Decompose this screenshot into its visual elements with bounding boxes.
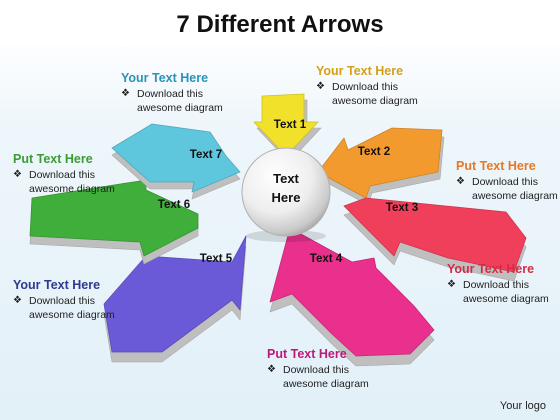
center-sphere: Text Here: [241, 147, 331, 242]
arrow-3: [343, 197, 527, 282]
callout-text: Download this awesome diagram: [283, 364, 369, 390]
callout-heading: Your Text Here: [316, 64, 404, 78]
diamond-bullet-icon: ❖: [316, 81, 325, 92]
arrow-5: [103, 235, 247, 363]
logo-text: Your logo: [499, 400, 546, 412]
arrow-label-5: Text 5: [200, 253, 233, 265]
diamond-bullet-icon: ❖: [13, 295, 22, 306]
arrow-7: [111, 123, 241, 200]
callout-heading: Your Text Here: [121, 71, 209, 85]
center-label-line2: Here: [272, 190, 301, 205]
arrow-label-1: Text 1: [274, 119, 307, 131]
callout-heading: Your Text Here: [447, 262, 535, 276]
page-title: 7 Different Arrows: [0, 6, 560, 46]
arrow-7-face: [111, 123, 241, 193]
arrow-1-face: [253, 93, 319, 157]
callout-text: Download this awesome diagram: [332, 81, 418, 107]
arrow-6-face: [29, 179, 199, 257]
diamond-bullet-icon: ❖: [13, 169, 22, 180]
arrow-3-face: [343, 197, 527, 273]
arrow-label-2: Text 2: [358, 146, 390, 158]
center-label-line1: Text: [273, 171, 299, 186]
arrow-1: [253, 93, 322, 163]
arrow-label-3: Text 3: [386, 202, 418, 214]
callout-left-upper: Put Text Here ❖ Download this awesome dia…: [13, 152, 115, 196]
callout-text: Download this awesome diagram: [472, 176, 558, 202]
callout-right-upper: Put Text Here ❖ Download this awesome dia…: [456, 159, 558, 203]
callout-right-lower: Your Text Here ❖ Download this awesome di…: [447, 262, 549, 306]
callout-text: Download this awesome diagram: [463, 279, 549, 305]
callout-heading: Put Text Here: [13, 152, 93, 166]
callout-text: Download this awesome diagram: [29, 169, 115, 195]
diamond-bullet-icon: ❖: [456, 176, 465, 187]
callout-heading: Put Text Here: [267, 347, 347, 361]
callout-top-left: Your Text Here ❖ Download this awesome di…: [121, 71, 223, 115]
arrow-2: [317, 127, 445, 206]
diamond-bullet-icon: ❖: [447, 279, 456, 290]
arrow-label-4: Text 4: [310, 253, 343, 265]
arrow-5-face: [103, 235, 247, 353]
callout-text: Download this awesome diagram: [29, 295, 115, 321]
diamond-bullet-icon: ❖: [121, 88, 130, 99]
callout-top: Your Text Here ❖ Download this awesome di…: [316, 64, 418, 108]
callout-text: Download this awesome diagram: [137, 88, 223, 114]
callout-heading: Your Text Here: [13, 278, 101, 292]
callout-left-lower: Your Text Here ❖ Download this awesome di…: [13, 278, 115, 322]
arrow-label-7: Text 7: [190, 149, 222, 161]
callout-bottom: Put Text Here ❖ Download this awesome dia…: [267, 347, 369, 391]
arrow-6: [29, 179, 199, 265]
diamond-bullet-icon: ❖: [267, 364, 276, 375]
arrow-label-6: Text 6: [158, 199, 190, 211]
callout-heading: Put Text Here: [456, 159, 536, 173]
